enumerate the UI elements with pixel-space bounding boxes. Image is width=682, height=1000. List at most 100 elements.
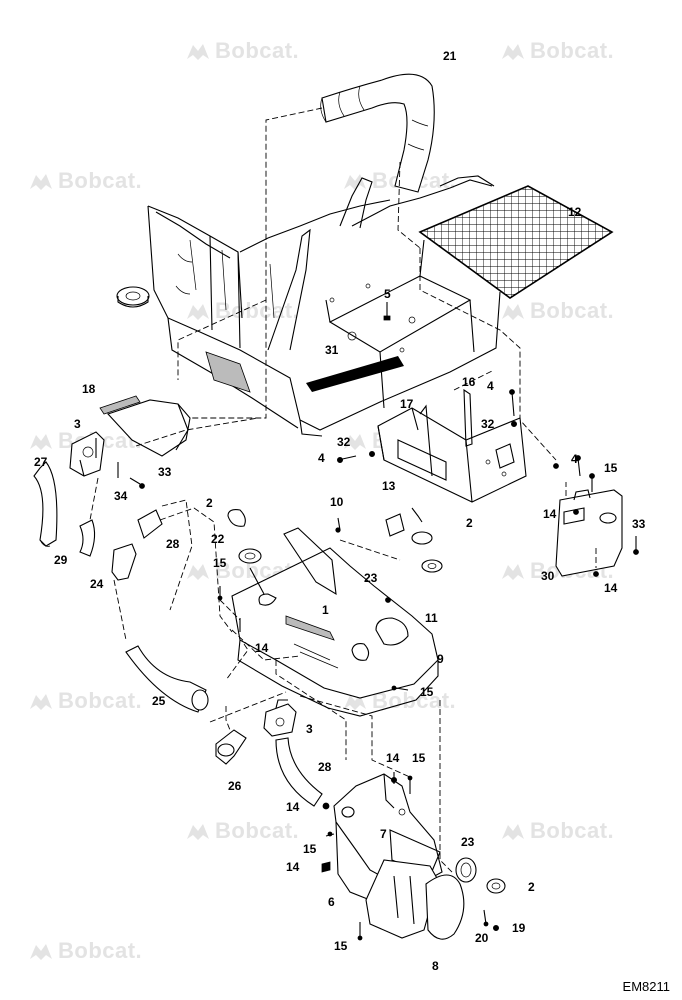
callout-label: 23 bbox=[461, 835, 475, 849]
callout-label: 7 bbox=[380, 827, 387, 841]
bobcat-logo-icon bbox=[187, 564, 209, 581]
callout-label: 26 bbox=[228, 779, 242, 793]
watermark-logo: Bobcat. bbox=[500, 818, 614, 844]
watermark-text: Bobcat. bbox=[530, 38, 615, 63]
callout-label: 13 bbox=[382, 479, 396, 493]
hose-28-upper bbox=[137, 509, 163, 539]
callout-label: 17 bbox=[400, 397, 414, 411]
callout-label: 34 bbox=[114, 489, 128, 503]
tank-30 bbox=[555, 489, 639, 577]
callout-label: 14 bbox=[255, 641, 269, 655]
filter-3-upper bbox=[69, 395, 191, 477]
callout-label: 15 bbox=[412, 751, 426, 765]
main-frame bbox=[116, 175, 501, 437]
callout-label: 1 bbox=[322, 603, 329, 617]
callout-label: 30 bbox=[541, 569, 555, 583]
bobcat-logo-icon bbox=[502, 304, 524, 321]
callout-label: 6 bbox=[328, 895, 335, 909]
hose-25 bbox=[125, 645, 207, 713]
watermark-logo: Bobcat. bbox=[185, 818, 299, 844]
bobcat-logo-icon bbox=[30, 434, 52, 451]
bobcat-logo-icon bbox=[502, 824, 524, 841]
bobcat-logo-icon bbox=[187, 44, 209, 61]
callout-label: 25 bbox=[152, 694, 166, 708]
watermark-logo: Bobcat. bbox=[500, 38, 614, 64]
watermark-logo: Bobcat. bbox=[185, 38, 299, 64]
bobcat-logo-icon bbox=[502, 44, 524, 61]
callout-label: 3 bbox=[306, 722, 313, 736]
callout-label: 27 bbox=[34, 455, 48, 469]
watermark-text: Bobcat. bbox=[215, 38, 300, 63]
watermark-text: Bobcat. bbox=[58, 688, 143, 713]
callout-label: 15 bbox=[334, 939, 348, 953]
bobcat-logo-icon bbox=[344, 174, 366, 191]
callout-label: 21 bbox=[443, 49, 457, 63]
floor-mat-12 bbox=[418, 185, 614, 299]
bobcat-logo-icon bbox=[30, 694, 52, 711]
callout-label: 10 bbox=[330, 495, 344, 509]
bracket-13 bbox=[377, 407, 527, 503]
callout-label: 3 bbox=[74, 417, 81, 431]
fasteners-4-32-top bbox=[336, 389, 595, 492]
callout-label: 33 bbox=[158, 465, 172, 479]
callout-label: 33 bbox=[632, 517, 646, 531]
hose-28-lower bbox=[275, 737, 323, 807]
bobcat-logo-icon bbox=[30, 944, 52, 961]
callout-label: 4 bbox=[571, 452, 578, 466]
watermark-logo: Bobcat. bbox=[28, 688, 142, 714]
callout-label: 12 bbox=[568, 205, 582, 219]
callout-label: 15 bbox=[604, 461, 618, 475]
watermark-logo: Bobcat. bbox=[28, 168, 142, 194]
callout-label: 5 bbox=[384, 287, 391, 301]
bobcat-logo-icon bbox=[502, 564, 524, 581]
callout-label: 28 bbox=[166, 537, 180, 551]
panel-8 bbox=[365, 859, 465, 940]
rod-16 bbox=[463, 388, 473, 447]
drawing-code: EM8211 bbox=[622, 979, 670, 994]
bobcat-logo-icon bbox=[187, 824, 209, 841]
callout-label: 14 bbox=[286, 800, 300, 814]
callout-label: 14 bbox=[286, 860, 300, 874]
callout-label: 8 bbox=[432, 959, 439, 973]
grommet-2-lower bbox=[486, 878, 506, 894]
watermark-text: Bobcat. bbox=[215, 818, 300, 843]
duct-hose-21 bbox=[320, 73, 435, 193]
callout-label: 15 bbox=[303, 842, 317, 856]
watermark-logo: Bobcat. bbox=[28, 938, 142, 964]
bobcat-logo-icon bbox=[187, 304, 209, 321]
callout-label: 2 bbox=[466, 516, 473, 530]
callout-label: 28 bbox=[318, 760, 332, 774]
callout-label: 24 bbox=[90, 577, 104, 591]
callout-label: 2 bbox=[528, 880, 535, 894]
panel-7 bbox=[333, 773, 443, 901]
watermark-logo: Bobcat. bbox=[500, 298, 614, 324]
screw-5 bbox=[383, 302, 391, 321]
callout-label: 18 bbox=[82, 382, 96, 396]
rod-17 bbox=[419, 404, 433, 477]
callout-label: 2 bbox=[206, 496, 213, 510]
callout-label: 4 bbox=[487, 379, 494, 393]
callout-label: 23 bbox=[364, 571, 378, 585]
callout-label: 9 bbox=[437, 652, 444, 666]
callout-label: 14 bbox=[604, 581, 618, 595]
callout-label: 32 bbox=[481, 417, 495, 431]
bobcat-logo-icon bbox=[30, 174, 52, 191]
callout-label: 29 bbox=[54, 553, 68, 567]
tee-24 bbox=[111, 543, 137, 581]
callout-label: 16 bbox=[462, 375, 476, 389]
grommet-23-lower bbox=[455, 857, 477, 883]
callout-label: 4 bbox=[318, 451, 325, 465]
watermark-text: Bobcat. bbox=[530, 818, 615, 843]
hose-29 bbox=[79, 519, 96, 557]
foam-strip-31 bbox=[306, 356, 404, 392]
callout-label: 14 bbox=[543, 507, 557, 521]
fasteners-lower bbox=[321, 772, 499, 941]
bobcat-logo-icon bbox=[344, 434, 366, 451]
callout-label: 20 bbox=[475, 931, 489, 945]
callout-label: 31 bbox=[325, 343, 339, 357]
callout-label: 15 bbox=[420, 685, 434, 699]
hose-27 bbox=[33, 461, 58, 547]
watermark-text: Bobcat. bbox=[58, 168, 143, 193]
